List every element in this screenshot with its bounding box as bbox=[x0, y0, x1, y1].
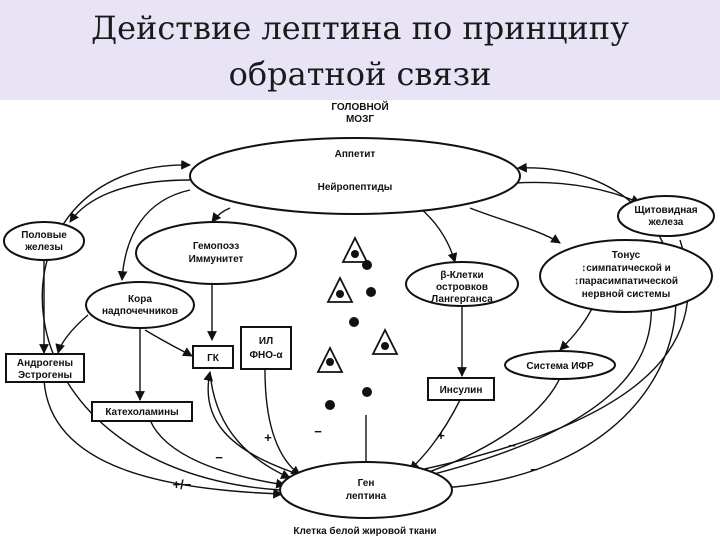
edges bbox=[39, 152, 689, 499]
slide-title-line-1: Действие лептина по принципу bbox=[91, 9, 629, 47]
svg-text:Щитовидная: Щитовидная bbox=[634, 205, 697, 216]
svg-text:нервной системы: нервной системы bbox=[582, 289, 670, 300]
tone-node: Тонус ↕симпатической и ↕парасимпатическо… bbox=[539, 239, 713, 313]
arrow-leptin-to-gk bbox=[203, 371, 293, 473]
il-tnf-box: ИЛ ФНО-α bbox=[240, 326, 292, 370]
brain-ellipse: Аппетит Нейропептиды bbox=[189, 137, 521, 215]
arrow-brain-to-hemopoiesis bbox=[211, 207, 231, 223]
arrow-brain-to-tone bbox=[469, 207, 561, 244]
svg-text:Система ИФР: Система ИФР bbox=[526, 361, 594, 372]
svg-text:Эстрогены: Эстрогены bbox=[18, 370, 72, 381]
brain-label-line2: МОЗГ bbox=[346, 114, 374, 125]
svg-text:β-Клетки: β-Клетки bbox=[440, 270, 483, 281]
svg-text:Гемопоэз: Гемопоэз bbox=[193, 241, 239, 252]
svg-text:железы: железы bbox=[24, 242, 63, 253]
leptin-dot-icon bbox=[366, 287, 376, 297]
sign-minus: − bbox=[314, 424, 322, 439]
arrow-igf-to-leptin bbox=[419, 377, 561, 477]
brain-label-line1: ГОЛОВНОЙ bbox=[331, 100, 388, 113]
arrow-leptin-to-brain-left bbox=[41, 159, 281, 491]
svg-text:островков: островков bbox=[436, 282, 488, 293]
svg-text:Тонус: Тонус bbox=[612, 250, 641, 261]
arrow-catecholamines-to-leptin bbox=[149, 419, 286, 489]
appetite-label: Аппетит bbox=[335, 149, 376, 160]
svg-text:ИЛ: ИЛ bbox=[259, 336, 273, 347]
svg-text:ГК: ГК bbox=[207, 353, 220, 364]
svg-text:Инсулин: Инсулин bbox=[440, 385, 483, 396]
arrow-tone-to-leptin bbox=[409, 289, 653, 483]
thyroid-node: Щитовидная железа bbox=[617, 195, 715, 237]
sex-glands-node: Половые железы bbox=[3, 221, 85, 261]
arrow-cortex-to-gk bbox=[144, 329, 193, 357]
svg-text:надпочечников: надпочечников bbox=[102, 306, 178, 317]
arrow-androgens-to-leptin bbox=[43, 379, 283, 499]
neuropeptides-label: Нейропептиды bbox=[318, 182, 393, 193]
leptin-gene-node: Ген лептина bbox=[279, 461, 453, 519]
arrow-brain-to-beta bbox=[419, 207, 458, 263]
leptin-triangle-icon bbox=[371, 327, 399, 355]
leptin-dot-icon bbox=[362, 260, 372, 270]
leptin-triangle-icon bbox=[341, 235, 369, 263]
svg-text:Иммунитет: Иммунитет bbox=[189, 254, 244, 265]
leptin-molecules bbox=[316, 235, 399, 410]
slide-title-line-2: обратной связи bbox=[228, 55, 492, 93]
svg-text:ФНО-α: ФНО-α bbox=[249, 350, 283, 361]
catecholamines-box: Катехоламины bbox=[91, 401, 193, 422]
arrow-gk-to-leptin bbox=[209, 371, 291, 479]
svg-text:Половые: Половые bbox=[21, 230, 67, 241]
arrow-insulin-to-leptin bbox=[409, 399, 461, 471]
androgens-box: Андрогены Эстрогены bbox=[5, 353, 85, 383]
svg-text:Лангерганса: Лангерганса bbox=[431, 294, 493, 305]
arrow-brain-to-cortex bbox=[117, 189, 191, 281]
svg-text:↕парасимпатической: ↕парасимпатической bbox=[574, 276, 678, 287]
leptin-triangle-icon bbox=[326, 275, 354, 303]
leptin-dot-icon bbox=[349, 317, 359, 327]
insulin-box: Инсулин bbox=[427, 377, 495, 401]
beta-cells-node: β-Клетки островков Лангерганса bbox=[405, 261, 519, 307]
svg-text:лептина: лептина bbox=[346, 491, 387, 502]
fat-cell-caption: Клетка белой жировой ткани bbox=[293, 525, 436, 537]
arrow-leptin-to-brain-right bbox=[439, 162, 677, 489]
sign-plus-minus: +/− bbox=[173, 477, 192, 492]
arrow-brain-to-sexglands bbox=[69, 179, 191, 223]
igf-node: Система ИФР bbox=[504, 350, 616, 380]
adrenal-cortex-node: Кора надпочечников bbox=[85, 281, 195, 329]
sign-plus: + bbox=[264, 430, 272, 445]
sign-minus: − bbox=[530, 462, 538, 477]
sign-minus: − bbox=[215, 450, 223, 465]
hemopoiesis-node: Гемопоэз Иммунитет bbox=[135, 221, 297, 285]
leptin-triangle-icon bbox=[316, 345, 344, 373]
arrow-brain-to-thyroid bbox=[514, 181, 641, 204]
title-band bbox=[0, 0, 720, 100]
svg-text:Кора: Кора bbox=[128, 294, 152, 305]
leptin-dot-icon bbox=[362, 387, 372, 397]
svg-text:Катехоламины: Катехоламины bbox=[105, 407, 178, 418]
sign-plus: + bbox=[437, 428, 445, 443]
arrow-cortex-to-androgens bbox=[55, 314, 89, 354]
sign-minus: − bbox=[508, 438, 516, 453]
svg-text:железа: железа bbox=[648, 217, 684, 228]
svg-text:Ген: Ген bbox=[358, 478, 375, 489]
arrow-ilfno-to-leptin bbox=[264, 369, 301, 476]
svg-text:↕симпатической и: ↕симпатической и bbox=[581, 263, 671, 274]
gk-box: ГК bbox=[192, 345, 234, 369]
leptin-dot-icon bbox=[325, 400, 335, 410]
svg-text:Андрогены: Андрогены bbox=[17, 358, 73, 369]
